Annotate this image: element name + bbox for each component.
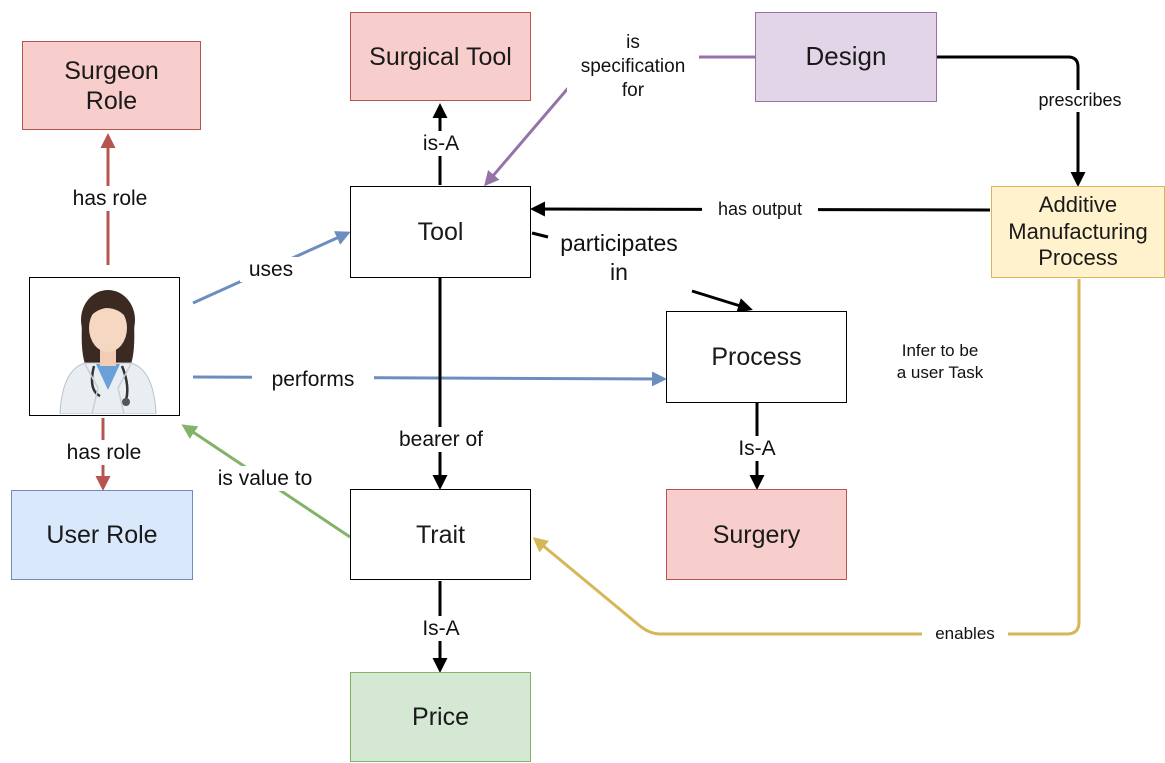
edge-participates-in-end (691, 289, 753, 313)
edge-participates-in-start (531, 231, 549, 239)
edge-label-is-value-to: is value to (200, 466, 330, 492)
edge-label-enables: enables (922, 624, 1008, 645)
edge-prescribes (937, 55, 1086, 187)
doctor-avatar-icon (29, 277, 180, 416)
node-process: Process (666, 311, 847, 403)
node-process-label: Process (711, 343, 802, 371)
node-additive-manufacturing-process-label: Additive Manufacturing Process (1008, 192, 1148, 271)
node-price-label: Price (412, 703, 469, 731)
node-trait-label: Trait (415, 520, 466, 549)
node-surgical-tool-label: Surgical Tool (369, 42, 512, 71)
node-tool: Tool (350, 186, 531, 278)
edge-label-has-output: has output (702, 199, 818, 221)
node-user-role: User Role (11, 490, 193, 580)
edge-enables (532, 279, 1081, 636)
annotation-infer-user-task: Infer to be a user Task (896, 341, 984, 383)
edge-label-performs: performs (252, 367, 374, 393)
edge-label-is-a-surgery: Is-A (727, 436, 787, 462)
node-tool-label: Tool (417, 218, 464, 246)
node-surgeon-role-label: Surgeon Role (64, 56, 159, 115)
edge-label-is-a-surgical-tool: is-A (411, 131, 471, 157)
edge-label-participates-in: participates in (560, 230, 678, 285)
node-surgical-tool: Surgical Tool (350, 12, 531, 101)
edge-label-has-role-surgeon: has role (58, 186, 162, 212)
node-surgery-label: Surgery (712, 520, 801, 549)
edge-label-bearer-of: bearer of (384, 427, 498, 453)
edge-label-prescribes: prescribes (1024, 90, 1136, 112)
node-additive-manufacturing-process: Additive Manufacturing Process (991, 186, 1165, 278)
node-surgeon-role: Surgeon Role (22, 41, 201, 130)
node-price: Price (350, 672, 531, 762)
edge-label-has-role-user: has role (52, 440, 156, 466)
edge-label-is-specification-for: is specification for (567, 31, 699, 103)
edge-label-is-a-price: Is-A (411, 616, 471, 642)
node-user-role-label: User Role (46, 521, 158, 549)
node-surgery: Surgery (666, 489, 847, 580)
edge-label-uses: uses (240, 257, 302, 283)
doctor-illustration (59, 290, 157, 415)
node-trait: Trait (350, 489, 531, 580)
node-design: Design (755, 12, 937, 102)
node-design-label: Design (805, 41, 887, 72)
